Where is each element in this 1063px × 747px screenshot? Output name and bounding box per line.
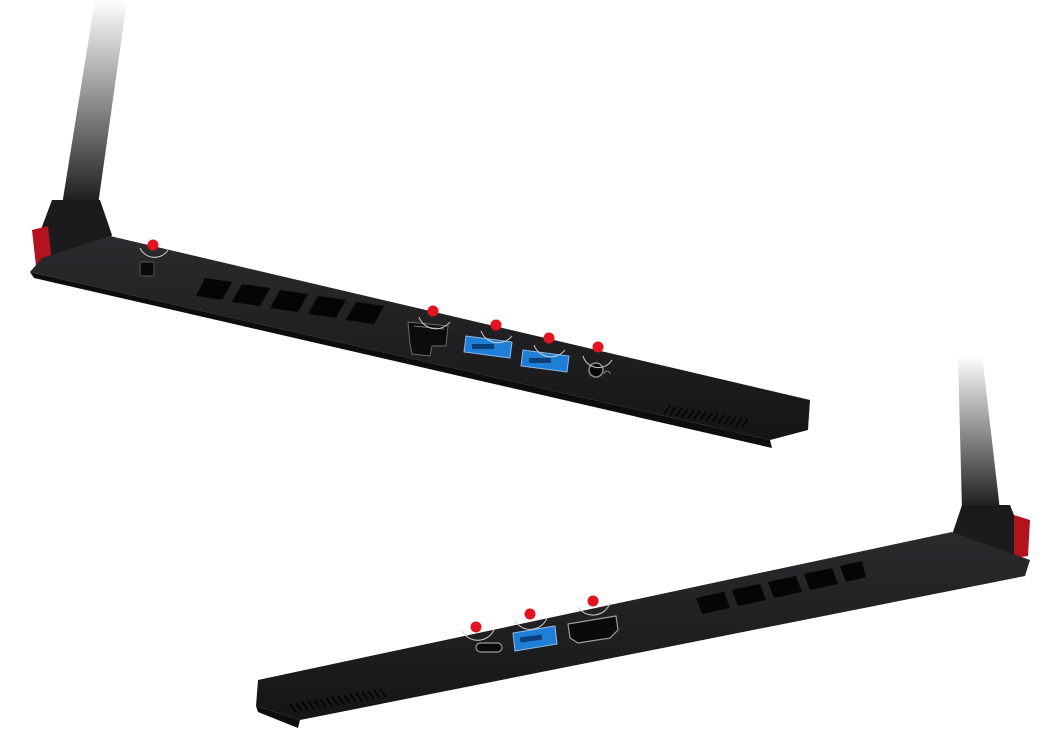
- hotspot-marker: [470, 621, 482, 633]
- rear-vents-right: [289, 688, 387, 713]
- hotspot-marker: [592, 341, 604, 353]
- kensington-lock[interactable]: [139, 239, 169, 277]
- red-hinge-accent: [1014, 515, 1030, 558]
- usb-a-port[interactable]: [520, 332, 570, 373]
- chassis-bottom-edge: [30, 272, 772, 448]
- side-vents-right: [696, 561, 866, 614]
- chassis-bottom-edge: [256, 706, 300, 728]
- ethernet-port[interactable]: [407, 305, 451, 357]
- chassis-right: [256, 532, 1030, 720]
- laptop-left-side: [30, 0, 810, 448]
- hotspot-arc: [577, 602, 611, 616]
- red-hinge-accent: [32, 226, 52, 266]
- hotspot-marker: [490, 319, 502, 331]
- hotspot-arc: [480, 330, 513, 344]
- usb-c-icon: [475, 642, 503, 653]
- rear-vents-left: [663, 405, 749, 428]
- laptop-right-side: [256, 355, 1030, 728]
- hotspot-marker: [587, 595, 599, 607]
- hotspot-marker: [427, 305, 439, 317]
- lock-slot-icon: [139, 261, 155, 277]
- usb-a-icon: [463, 335, 513, 359]
- hotspot-arc: [461, 629, 495, 641]
- hotspot-arc: [582, 355, 613, 369]
- hotspot-arc: [514, 617, 548, 630]
- audio-jack[interactable]: [582, 341, 613, 378]
- screen-lid: [62, 0, 127, 205]
- hdmi-port[interactable]: [567, 595, 619, 644]
- usb-a-icon: [512, 625, 558, 652]
- hotspot-marker: [147, 239, 159, 251]
- usb-c-port[interactable]: [461, 621, 503, 653]
- usb-a-port[interactable]: [512, 608, 558, 652]
- hotspot-arc: [418, 316, 451, 330]
- side-vents-left: [196, 278, 384, 324]
- hotspot-arc: [533, 344, 566, 358]
- hotspot-marker: [543, 332, 555, 344]
- usb-a-port[interactable]: [463, 319, 513, 359]
- screen-lid: [958, 355, 1000, 510]
- hotspot-arc: [139, 247, 169, 258]
- hdmi-icon: [567, 615, 619, 644]
- hotspot-marker: [524, 608, 536, 620]
